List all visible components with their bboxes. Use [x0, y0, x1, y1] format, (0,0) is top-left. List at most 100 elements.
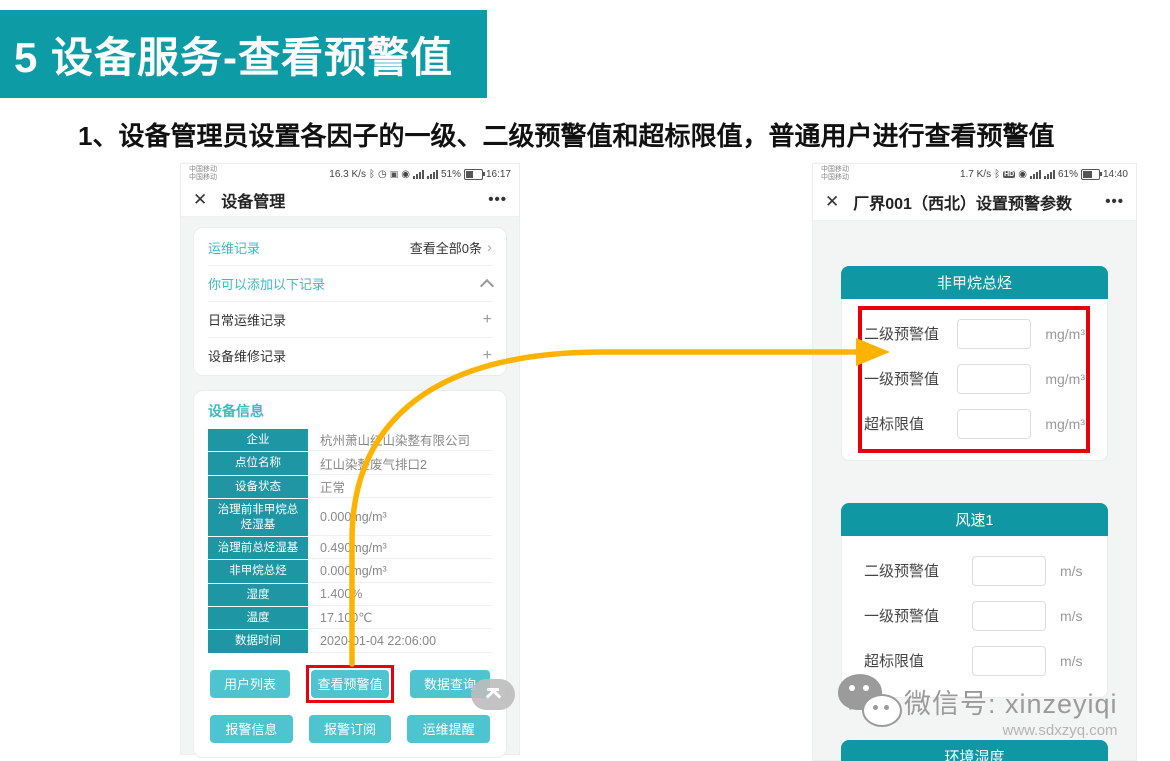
chevron-up-icon — [479, 278, 495, 293]
repair-records-label: 设备维修记录 — [208, 349, 287, 364]
view-all-label: 查看全部0条 — [409, 241, 482, 256]
close-icon[interactable]: ✕ — [193, 189, 208, 209]
action-button[interactable]: 用户列表 — [210, 669, 290, 698]
battery-percent: 51% — [440, 168, 461, 180]
table-row-value: 0.000mg/m³ — [310, 499, 492, 536]
action-button[interactable]: 查看预警值 — [310, 669, 390, 698]
device-info-title: 设备信息 — [208, 403, 264, 419]
signal-icon — [1029, 169, 1041, 179]
status-bar: 中国移动 中国移动 16.3 K/s ᛒ ◷ ▣ ◉ 51% 16:17 — [181, 164, 519, 183]
value-input[interactable] — [957, 408, 1032, 439]
plus-icon[interactable]: + — [482, 310, 492, 328]
param-label: 二级预警值 — [864, 326, 940, 343]
table-row-value: 杭州萧山红山染整有限公司 — [310, 429, 492, 452]
add-records-row[interactable]: 你可以添加以下记录 — [208, 265, 495, 301]
carrier-line2: 中国移动 — [189, 174, 217, 181]
nav-title: 厂界001（西北）设置预警参数 — [853, 195, 1072, 213]
table-row-value: 正常 — [310, 475, 492, 499]
param-label: 超标限值 — [864, 653, 925, 670]
table-row-value: 2020-01-04 22:06:00 — [310, 630, 492, 653]
carrier-line1: 中国移动 — [821, 166, 849, 173]
param-section: 环境湿度二级预警值% — [841, 740, 1108, 761]
value-input[interactable] — [972, 600, 1046, 631]
carrier-label: 中国移动 中国移动 — [821, 166, 849, 182]
table-row: 设备状态正常 — [208, 475, 492, 499]
screenshot-icon: ▣ — [389, 168, 399, 179]
action-button-area: 用户列表查看预警值数据查询报警信息报警订阅运维提醒 — [208, 664, 492, 743]
section-title: 环境湿度 — [841, 740, 1108, 761]
repair-records-row[interactable]: 设备维修记录 + — [208, 337, 492, 373]
ops-records-label: 运维记录 — [208, 241, 261, 256]
action-button[interactable]: 运维提醒 — [407, 714, 491, 743]
param-row: 二级预警值 mg/m³ — [842, 311, 1107, 356]
highlight-box: 查看预警值 — [305, 664, 395, 703]
more-icon[interactable]: ••• — [1105, 193, 1124, 210]
eye-protection-icon: ◉ — [1018, 168, 1027, 180]
eye-protection-icon: ◉ — [401, 168, 410, 180]
unit-label: m/s — [1060, 607, 1083, 624]
section-title: 非甲烷总烃 — [841, 266, 1108, 299]
close-icon[interactable]: ✕ — [825, 191, 840, 211]
table-row-label: 非甲烷总烃 — [208, 560, 308, 583]
chevron-right-icon: › — [487, 239, 492, 256]
website-label: www.sdxzyq.com — [1002, 722, 1118, 739]
more-icon[interactable]: ••• — [488, 191, 507, 208]
table-row-value: 0.490mg/m³ — [310, 536, 492, 560]
signal-icon — [426, 169, 438, 179]
value-input[interactable] — [957, 318, 1032, 349]
subtitle: 1、设备管理员设置各因子的一级、二级预警值和超标限值，普通用户进行查看预警值 — [78, 121, 1055, 151]
value-input[interactable] — [972, 645, 1046, 676]
table-row-value: 17.100℃ — [310, 607, 492, 630]
param-label: 超标限值 — [864, 416, 925, 433]
table-row: 企业杭州萧山红山染整有限公司 — [208, 429, 492, 452]
action-button[interactable]: 报警订阅 — [308, 714, 392, 743]
value-input[interactable] — [957, 363, 1032, 394]
network-speed: 16.3 K/s — [329, 168, 366, 180]
value-input[interactable] — [972, 555, 1046, 586]
table-row-value: 1.400% — [310, 583, 492, 606]
section-title: 风速1 — [841, 503, 1108, 536]
table-row-value: 红山染整废气排口2 — [310, 452, 492, 475]
param-label: 一级预警值 — [864, 371, 940, 388]
table-row-value: 0.000mg/m³ — [310, 560, 492, 583]
table-row-label: 企业 — [208, 429, 308, 452]
daily-ops-row[interactable]: 日常运维记录 + — [208, 301, 492, 337]
unit-label: mg/m³ — [1045, 325, 1085, 342]
ops-records-row[interactable]: 运维记录 查看全部0条 › — [208, 230, 492, 265]
back-to-top-button[interactable] — [471, 679, 515, 710]
unit-label: m/s — [1060, 652, 1083, 669]
bluetooth-icon: ᛒ — [994, 168, 1001, 180]
unit-label: mg/m³ — [1045, 415, 1085, 432]
battery-icon — [463, 168, 485, 180]
param-row: 超标限值 m/s — [842, 638, 1107, 683]
battery-percent: 61% — [1057, 168, 1078, 180]
network-speed: 1.7 K/s — [959, 168, 992, 180]
wechat-icon — [838, 672, 902, 730]
carrier-label: 中国移动 中国移动 — [189, 166, 217, 182]
page-title: 5 设备服务-查看预警值 — [0, 10, 487, 98]
table-row-label: 点位名称 — [208, 452, 308, 475]
plus-icon[interactable]: + — [482, 346, 492, 364]
wechat-id-label: 微信号: xinzeyiqi — [904, 689, 1118, 719]
table-row-label: 治理前总烃湿基 — [208, 536, 308, 560]
daily-ops-label: 日常运维记录 — [208, 313, 287, 328]
table-row: 点位名称红山染整废气排口2 — [208, 452, 492, 475]
table-row-label: 设备状态 — [208, 475, 308, 499]
watermark: 微信号: xinzeyiqi www.sdxzyq.com — [838, 672, 1118, 739]
table-row-label: 温度 — [208, 607, 308, 630]
hd-icon: HD — [1003, 170, 1016, 178]
battery-icon — [1080, 168, 1102, 180]
warning-params-screenshot: 中国移动 中国移动 1.7 K/s ᛒ HD ◉ 61% 14:40 ✕ 厂界0… — [812, 163, 1137, 761]
action-button[interactable]: 报警信息 — [210, 714, 293, 743]
table-row-label: 治理前非甲烷总烃湿基 — [208, 499, 308, 536]
param-row: 超标限值 mg/m³ — [842, 401, 1107, 446]
button-row: 报警信息报警订阅运维提醒 — [210, 714, 491, 743]
clock-time: 16:17 — [485, 168, 511, 180]
